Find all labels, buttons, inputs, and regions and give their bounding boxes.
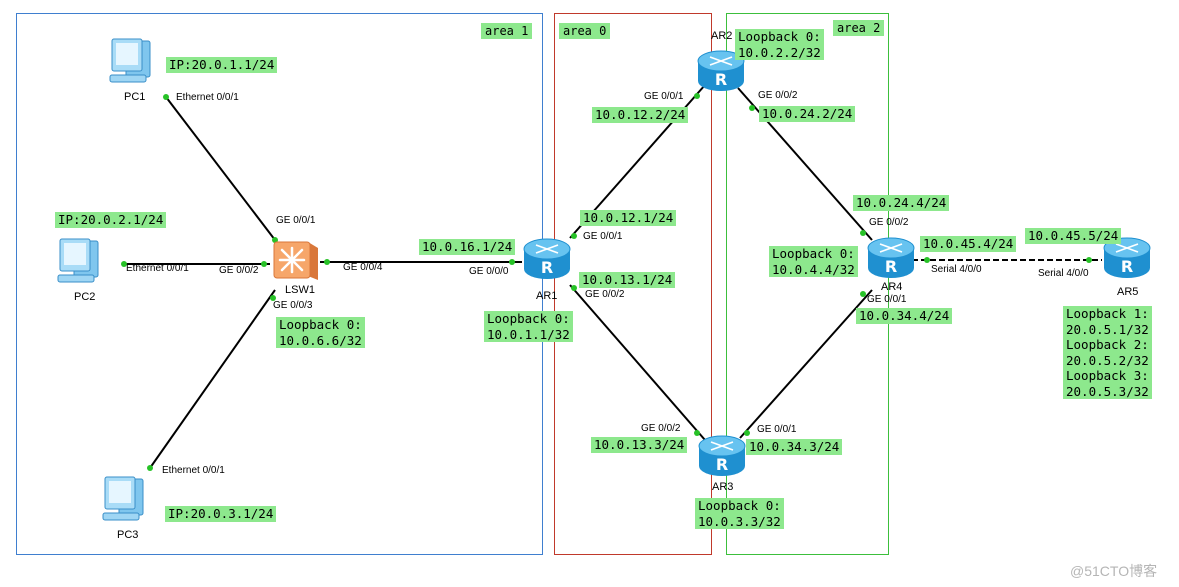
pc2-icon[interactable] [56, 237, 102, 287]
pc1-ip-label: IP:20.0.1.1/24 [166, 57, 278, 73]
ar2-router-icon[interactable]: R [696, 49, 746, 95]
ar1-router-icon[interactable]: R [522, 237, 572, 283]
port-dot [272, 237, 278, 243]
ar1-g0-ip-label: 10.0.16.1/24 [419, 239, 516, 255]
port-dot [324, 259, 330, 265]
port-dot [509, 259, 515, 265]
ar4-serial-label: Serial 4/0/0 [931, 264, 982, 275]
ar5-serial-label: Serial 4/0/0 [1038, 268, 1089, 279]
ar2-g2-label: GE 0/0/2 [758, 90, 798, 101]
port-dot [860, 291, 866, 297]
pc3-ip-label: IP:20.0.3.1/24 [165, 506, 277, 522]
port-dot [147, 465, 153, 471]
lsw1-g4-label: GE 0/0/4 [343, 262, 383, 273]
ar5-serial-ip-label: 10.0.45.5/24 [1025, 228, 1122, 244]
link-pc3-lsw1 [149, 289, 276, 469]
ar1-loopback-label: Loopback 0: 10.0.1.1/32 [484, 311, 573, 342]
svg-text:R: R [716, 455, 728, 474]
ar4-g2-ip-label: 10.0.24.4/24 [853, 195, 950, 211]
ar4-name: AR4 [881, 281, 903, 293]
ar4-g2-label: GE 0/0/2 [869, 217, 909, 228]
ar1-g0-label: GE 0/0/0 [469, 266, 509, 277]
ar4-g1-label: GE 0/0/1 [867, 294, 907, 305]
ar1-g1-label: GE 0/0/1 [583, 231, 623, 242]
pc3-port-label: Ethernet 0/0/1 [162, 465, 225, 476]
pc1-port-label: Ethernet 0/0/1 [176, 92, 239, 103]
port-dot [924, 257, 930, 263]
area-2-label: area 2 [833, 20, 885, 36]
port-dot [261, 261, 267, 267]
port-dot [860, 230, 866, 236]
ar5-loopback-label: Loopback 1: 20.0.5.1/32 Loopback 2: 20.0… [1063, 306, 1152, 399]
ar1-g2-ip-label: 10.0.13.1/24 [579, 272, 676, 288]
ar2-name: AR2 [711, 30, 733, 42]
area-2-box [726, 13, 889, 555]
ar4-g1-ip-label: 10.0.34.4/24 [856, 308, 953, 324]
pc2-ip-label: IP:20.0.2.1/24 [55, 212, 167, 228]
lsw1-loopback-label: Loopback 0: 10.0.6.6/32 [276, 317, 365, 348]
svg-text:R: R [541, 258, 553, 277]
ar3-g1-label: GE 0/0/1 [757, 424, 797, 435]
ar1-g2-label: GE 0/0/2 [585, 289, 625, 300]
ar2-loopback-label: Loopback 0: 10.0.2.2/32 [735, 29, 824, 60]
ar4-serial-ip-label: 10.0.45.4/24 [920, 236, 1017, 252]
port-dot [1086, 257, 1092, 263]
ar3-g1-ip-label: 10.0.34.3/24 [746, 439, 843, 455]
ar3-router-icon[interactable]: R [697, 434, 747, 480]
lsw1-name: LSW1 [285, 284, 315, 296]
ar4-router-icon[interactable]: R [866, 236, 916, 282]
area-1-box [16, 13, 543, 555]
port-dot [694, 93, 700, 99]
svg-text:R: R [715, 70, 727, 89]
pc2-name: PC2 [74, 291, 96, 303]
pc1-name: PC1 [124, 91, 146, 103]
ar3-g2-ip-label: 10.0.13.3/24 [591, 437, 688, 453]
ar1-g1-ip-label: 10.0.12.1/24 [580, 210, 677, 226]
port-dot [744, 430, 750, 436]
port-dot [571, 233, 577, 239]
ar3-g2-label: GE 0/0/2 [641, 423, 681, 434]
port-dot [571, 285, 577, 291]
lsw1-g2-label: GE 0/0/2 [219, 265, 259, 276]
ar1-name: AR1 [536, 290, 558, 302]
port-dot [749, 105, 755, 111]
pc1-icon[interactable] [108, 37, 154, 87]
area-1-label: area 1 [481, 23, 533, 39]
port-dot [121, 261, 127, 267]
lsw1-switch-icon[interactable] [272, 240, 322, 282]
ar2-g1-label: GE 0/0/1 [644, 91, 684, 102]
lsw1-g1-label: GE 0/0/1 [276, 215, 316, 226]
svg-text:R: R [885, 257, 897, 276]
ar4-loopback-label: Loopback 0: 10.0.4.4/32 [769, 246, 858, 277]
watermark: @51CTO博客 [1070, 563, 1158, 579]
ar5-router-icon[interactable]: R [1102, 236, 1152, 282]
area-0-label: area 0 [559, 23, 611, 39]
pc2-port-label: Ethernet 0/0/1 [126, 263, 189, 274]
port-dot [270, 295, 276, 301]
ar5-name: AR5 [1117, 286, 1139, 298]
link-pc1-lsw1 [165, 96, 276, 241]
link-ar3-ar4 [739, 289, 873, 439]
lsw1-g3-label: GE 0/0/3 [273, 300, 313, 311]
area-0-box [554, 13, 712, 555]
svg-text:R: R [1121, 257, 1133, 276]
ar2-g2-ip-label: 10.0.24.2/24 [759, 106, 856, 122]
port-dot [694, 430, 700, 436]
pc3-icon[interactable] [101, 475, 147, 525]
ar3-loopback-label: Loopback 0: 10.0.3.3/32 [695, 498, 784, 529]
ar3-name: AR3 [712, 481, 734, 493]
pc3-name: PC3 [117, 529, 139, 541]
port-dot [163, 94, 169, 100]
ar2-g1-ip-label: 10.0.12.2/24 [592, 107, 689, 123]
link-ar1-ar3 [569, 284, 706, 441]
